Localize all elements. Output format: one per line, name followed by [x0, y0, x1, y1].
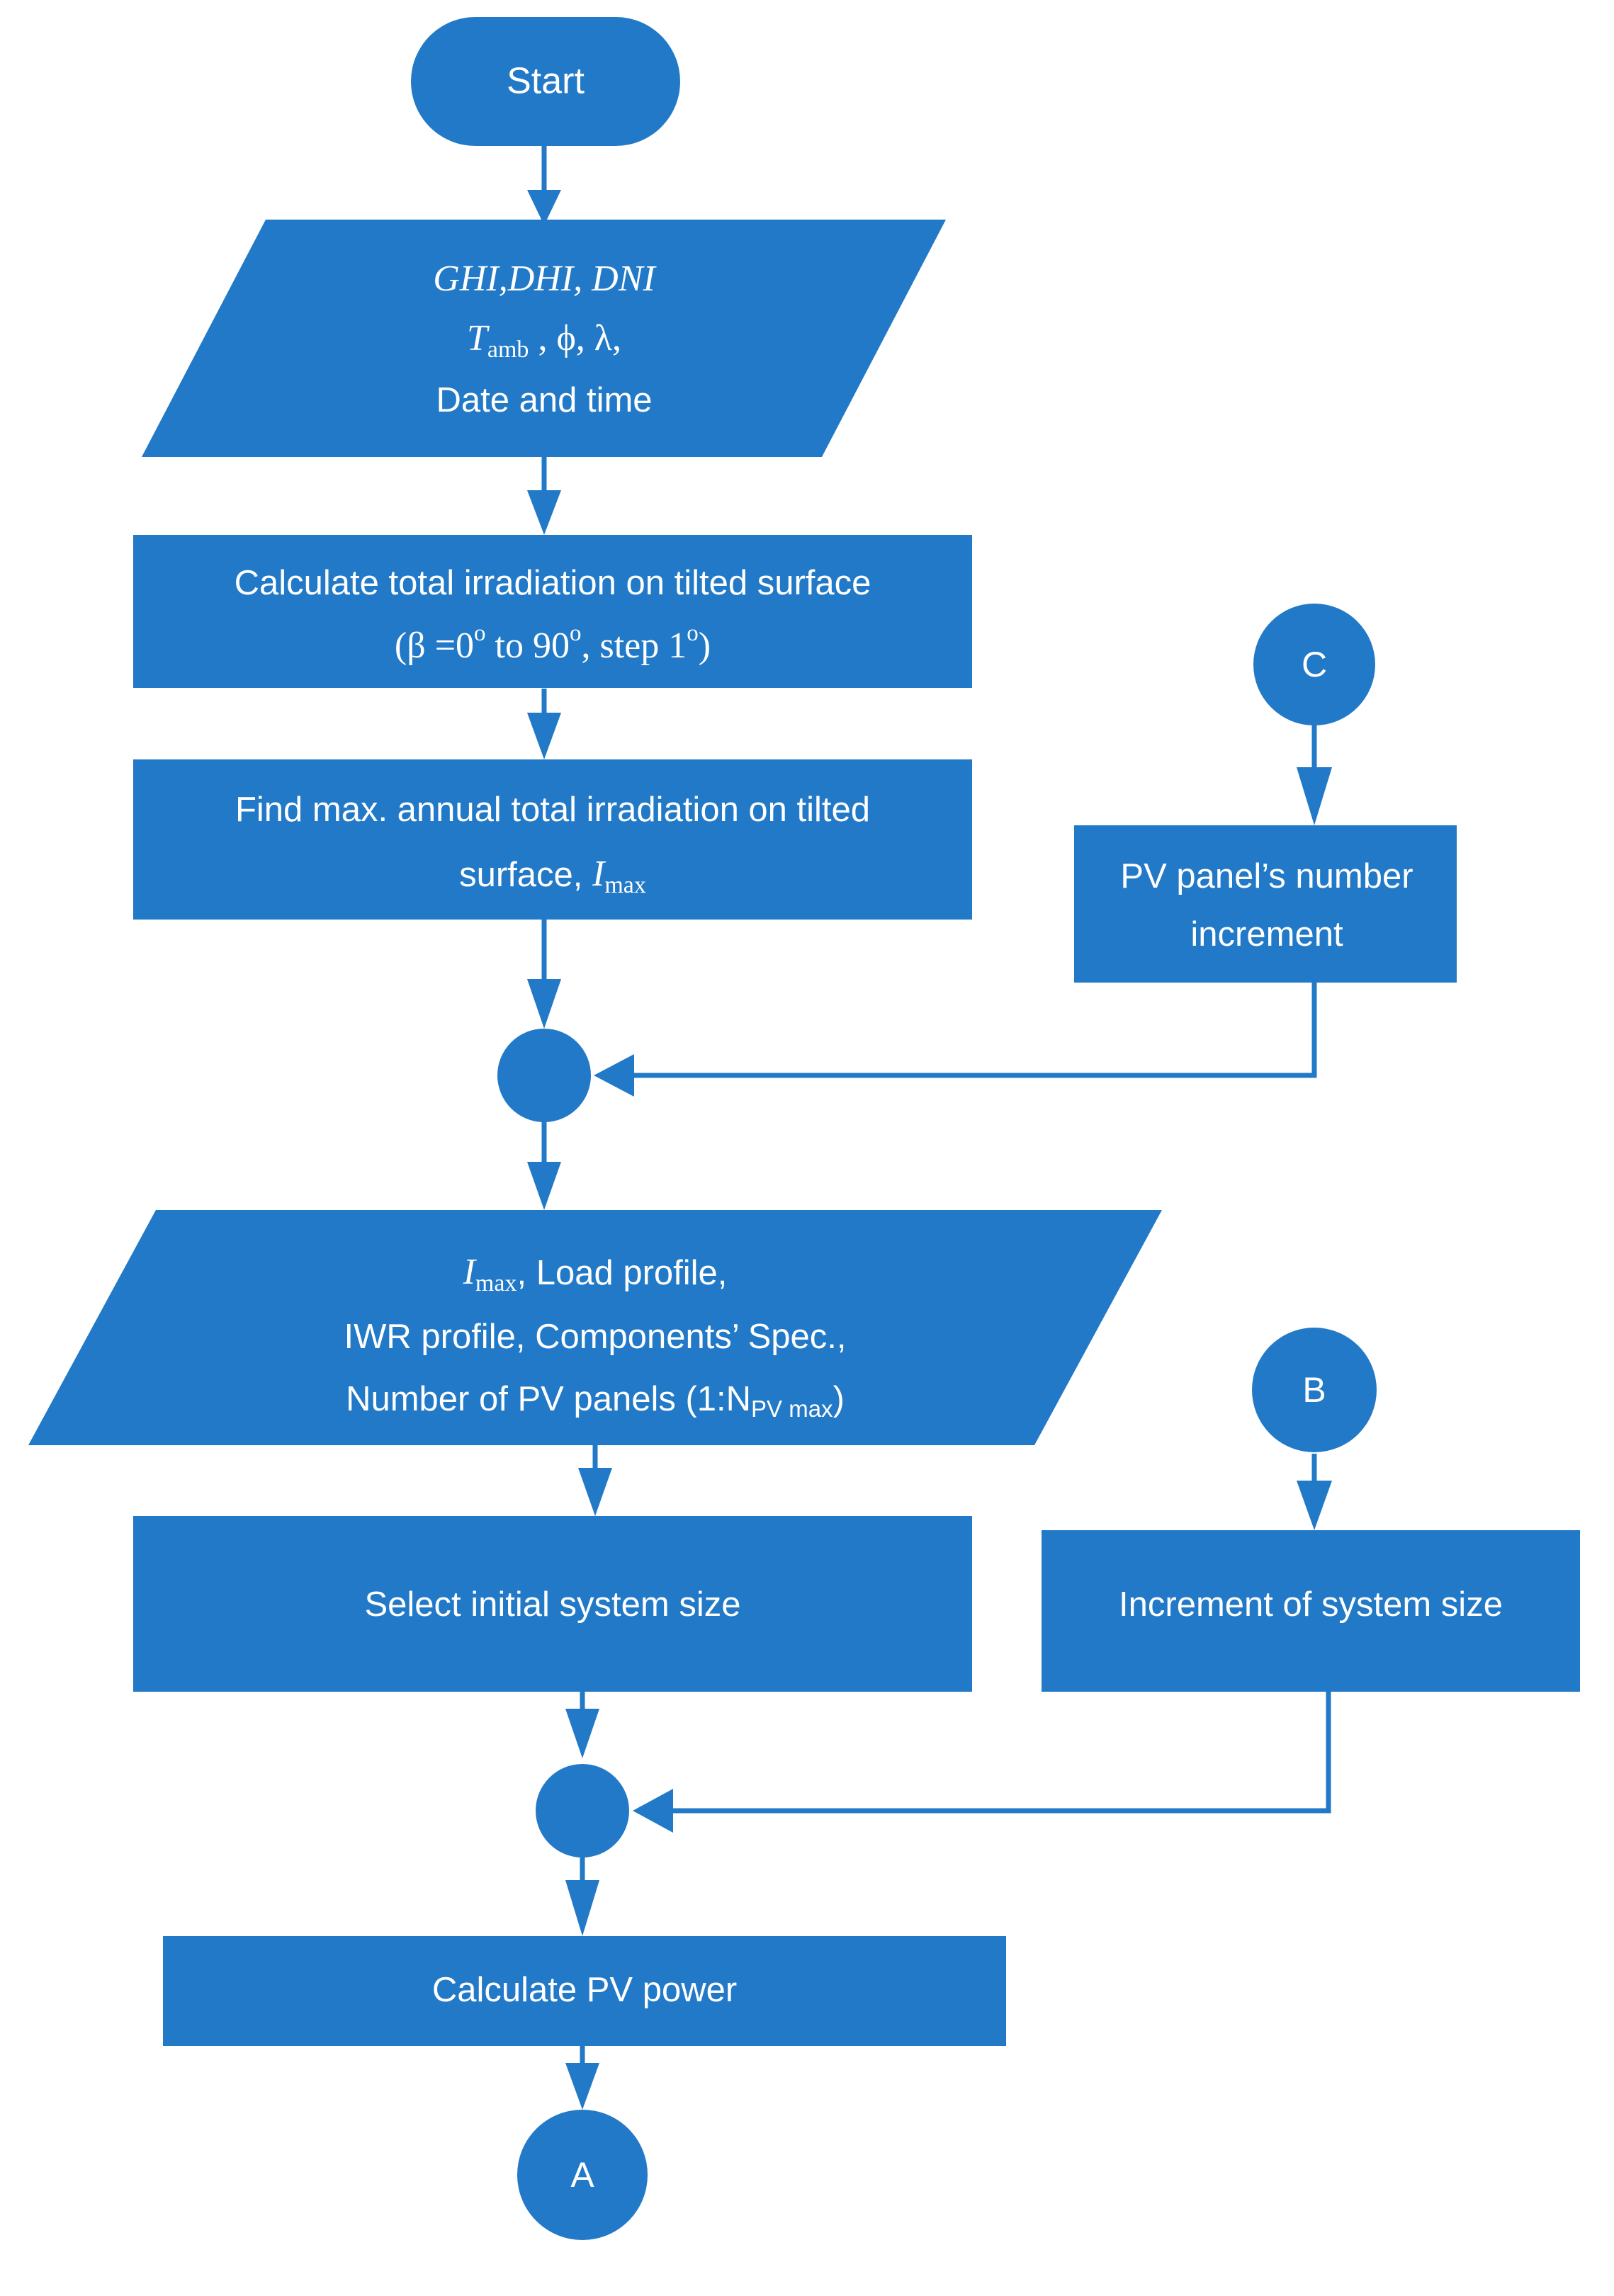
- calc-pv-power-shape: [163, 1936, 1006, 2046]
- calc-pv-power-label: Calculate PV power: [432, 1971, 737, 2009]
- node-connector-c[interactable]: C: [1253, 604, 1375, 725]
- edge-connector-c-to-pv-panel-increment: [1297, 723, 1332, 825]
- edge-layer: [527, 144, 1332, 2110]
- find-max-line-1: Find max. annual total irradiation on ti…: [235, 791, 870, 829]
- pv-panel-increment-line-2: increment: [1190, 915, 1343, 954]
- edge-input-system-to-select-initial: [578, 1445, 612, 1516]
- edge-start-to-input-irradiance: [527, 144, 561, 225]
- input-system-line-1: Imax, Load profile,: [463, 1252, 728, 1296]
- connector-a-shape: [517, 2110, 648, 2240]
- connector-b-shape: [1252, 1328, 1377, 1452]
- edge-input-irradiance-to-calc-irradiation: [527, 457, 561, 535]
- node-find-max[interactable]: Find max. annual total irradiation on ti…: [133, 759, 972, 920]
- find-max-shape: [133, 759, 972, 920]
- increment-system-shape: [1042, 1530, 1580, 1692]
- pv-panel-increment-line-1: PV panel’s number: [1120, 857, 1413, 895]
- select-initial-shape: [133, 1516, 972, 1692]
- node-merge-bottom: [536, 1764, 629, 1857]
- edge-connector-b-to-increment-system: [1297, 1454, 1332, 1530]
- calc-irradiation-line-1: Calculate total irradiation on tilted su…: [235, 564, 871, 602]
- node-calc-pv-power[interactable]: Calculate PV power: [163, 1936, 1006, 2046]
- input-system-line-3: Number of PV panels (1:NPV max): [346, 1380, 845, 1422]
- edge-select-initial-to-merge-bottom: [565, 1692, 599, 1758]
- node-merge-top: [497, 1029, 591, 1122]
- calc-irradiation-shape: [133, 535, 972, 688]
- merge-top-dot: [497, 1029, 591, 1122]
- node-select-initial[interactable]: Select initial system size: [133, 1516, 972, 1692]
- connector-a-label: A: [570, 2155, 594, 2195]
- connector-c-shape: [1253, 604, 1375, 725]
- select-initial-label: Select initial system size: [364, 1585, 740, 1624]
- edge-pv-panel-increment-to-merge-top: [594, 983, 1317, 1097]
- increment-system-label: Increment of system size: [1119, 1585, 1503, 1624]
- node-calc-irradiation[interactable]: Calculate total irradiation on tilted su…: [133, 535, 972, 688]
- node-input-irradiance[interactable]: GHI,DHI, DNI Tamb , ϕ, λ, Date and time: [142, 220, 946, 457]
- connector-b-label: B: [1302, 1370, 1326, 1410]
- node-increment-system[interactable]: Increment of system size: [1042, 1530, 1580, 1692]
- merge-bottom-dot: [536, 1764, 629, 1857]
- edge-merge-bottom-to-calc-pv-power: [565, 1856, 599, 1936]
- edge-calc-pv-power-to-connector-a: [565, 2046, 599, 2110]
- node-start[interactable]: Start: [411, 17, 680, 146]
- edge-calc-irradiation-to-find-max: [527, 689, 561, 759]
- input-irradiance-line-2: Tamb , ϕ, λ,: [467, 318, 621, 363]
- edge-find-max-to-merge-top: [527, 920, 561, 1029]
- input-system-shape: [28, 1210, 1162, 1445]
- node-pv-panel-increment[interactable]: PV panel’s number increment: [1074, 825, 1457, 983]
- pv-panel-increment-shape: [1074, 825, 1457, 983]
- find-max-line-2: surface, Imax: [459, 854, 646, 898]
- start-label: Start: [507, 61, 585, 102]
- start-shape: [411, 17, 680, 146]
- connector-c-label: C: [1302, 645, 1327, 684]
- node-connector-a[interactable]: A: [517, 2110, 648, 2240]
- node-input-system[interactable]: Imax, Load profile, IWR profile, Compone…: [28, 1210, 1162, 1445]
- edge-merge-top-to-input-system: [527, 1122, 561, 1210]
- node-connector-b[interactable]: B: [1252, 1328, 1377, 1452]
- input-irradiance-line-3: Date and time: [436, 381, 652, 419]
- edge-increment-system-to-merge-bottom: [633, 1692, 1331, 1833]
- input-irradiance-line-1: GHI,DHI, DNI: [433, 259, 657, 299]
- input-irradiance-shape: [142, 220, 946, 457]
- input-system-line-2: IWR profile, Components’ Spec.,: [344, 1318, 847, 1356]
- calc-irradiation-line-2: (β =0o to 90o, step 1o): [395, 621, 711, 666]
